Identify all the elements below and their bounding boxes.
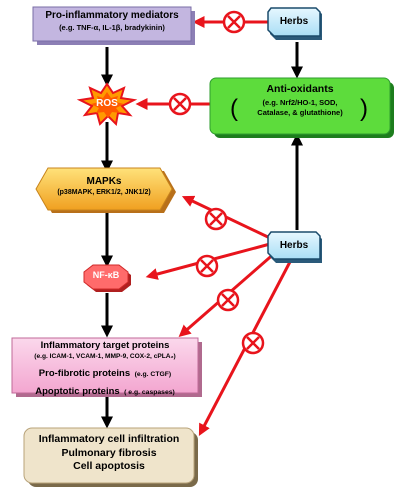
- outcome-label: Inflammatory cell infiltration Pulmonary…: [24, 433, 194, 473]
- targets-line3a: Pro-fibrotic proteins: [38, 367, 131, 379]
- pro-inflammatory-title: Pro-inflammatory mediators: [45, 10, 179, 21]
- antioxidants-label: Anti-oxidants ( ) (e.g. Nrf2/HO-1, SOD, …: [210, 83, 390, 121]
- targets-box: [11, 337, 202, 397]
- outcome-box: [23, 427, 198, 487]
- herbs-mid-label: Herbs: [279, 240, 309, 251]
- nfkb-label: NF-κB: [92, 270, 120, 280]
- antioxidants-line2: Catalase, & glutathione): [257, 107, 343, 117]
- pro-inflammatory-subtitle: (e.g. TNF-α, IL-1β, bradykinin): [59, 23, 165, 32]
- targets-line4a: Apoptotic proteins: [35, 386, 120, 398]
- pro-inflammatory-box: [32, 6, 195, 45]
- outcome-line3: Cell apoptosis: [73, 460, 145, 473]
- circle-cross-icon: [241, 331, 265, 355]
- nfkb-box: [83, 264, 131, 292]
- targets-label: Inflammatory target proteins (e.g. ICAM-…: [12, 340, 198, 399]
- targets-line3b: (e.g. CTGF): [134, 370, 172, 378]
- antioxidants-title: Anti-oxidants: [266, 83, 334, 95]
- mapks-box: [35, 167, 176, 213]
- ros-burst: [76, 82, 138, 127]
- pro-inflammatory-label: Pro-inflammatory mediators (e.g. TNF-α, …: [33, 10, 191, 32]
- outcome-line2: Pulmonary fibrosis: [61, 446, 157, 459]
- circle-cross-icon: [222, 10, 246, 34]
- herbs-top-label: Herbs: [279, 16, 309, 27]
- mapks-label: MAPKs (p38MAPK, ERK1/2, JNK1/2): [36, 176, 172, 197]
- ros-label: ROS: [96, 98, 118, 109]
- targets-line2: (e.g. ICAM-1, VCAM-1, MMP-9, COX-2, cPLA…: [34, 353, 176, 361]
- circle-cross-icon: [168, 92, 192, 116]
- antioxidants-line1: (e.g. Nrf2/HO-1, SOD,: [262, 97, 338, 107]
- herbs-box-top: [267, 7, 322, 40]
- circle-cross-icon: [216, 288, 240, 312]
- circle-cross-icon: [204, 207, 228, 231]
- mapks-title: MAPKs: [86, 176, 122, 187]
- herbs-box-mid: [267, 231, 322, 263]
- inhibit-arrow-herbs-to-mapks: [181, 195, 271, 240]
- antioxidants-box: [209, 77, 394, 138]
- targets-line4b: ( e.g. caspases): [124, 389, 175, 397]
- outcome-line1: Inflammatory cell infiltration: [38, 433, 180, 445]
- circle-cross-icon: [195, 254, 219, 278]
- mapks-subtitle: (p38MAPK, ERK1/2, JNK1/2): [57, 189, 151, 196]
- targets-line1: Inflammatory target proteins: [40, 340, 170, 351]
